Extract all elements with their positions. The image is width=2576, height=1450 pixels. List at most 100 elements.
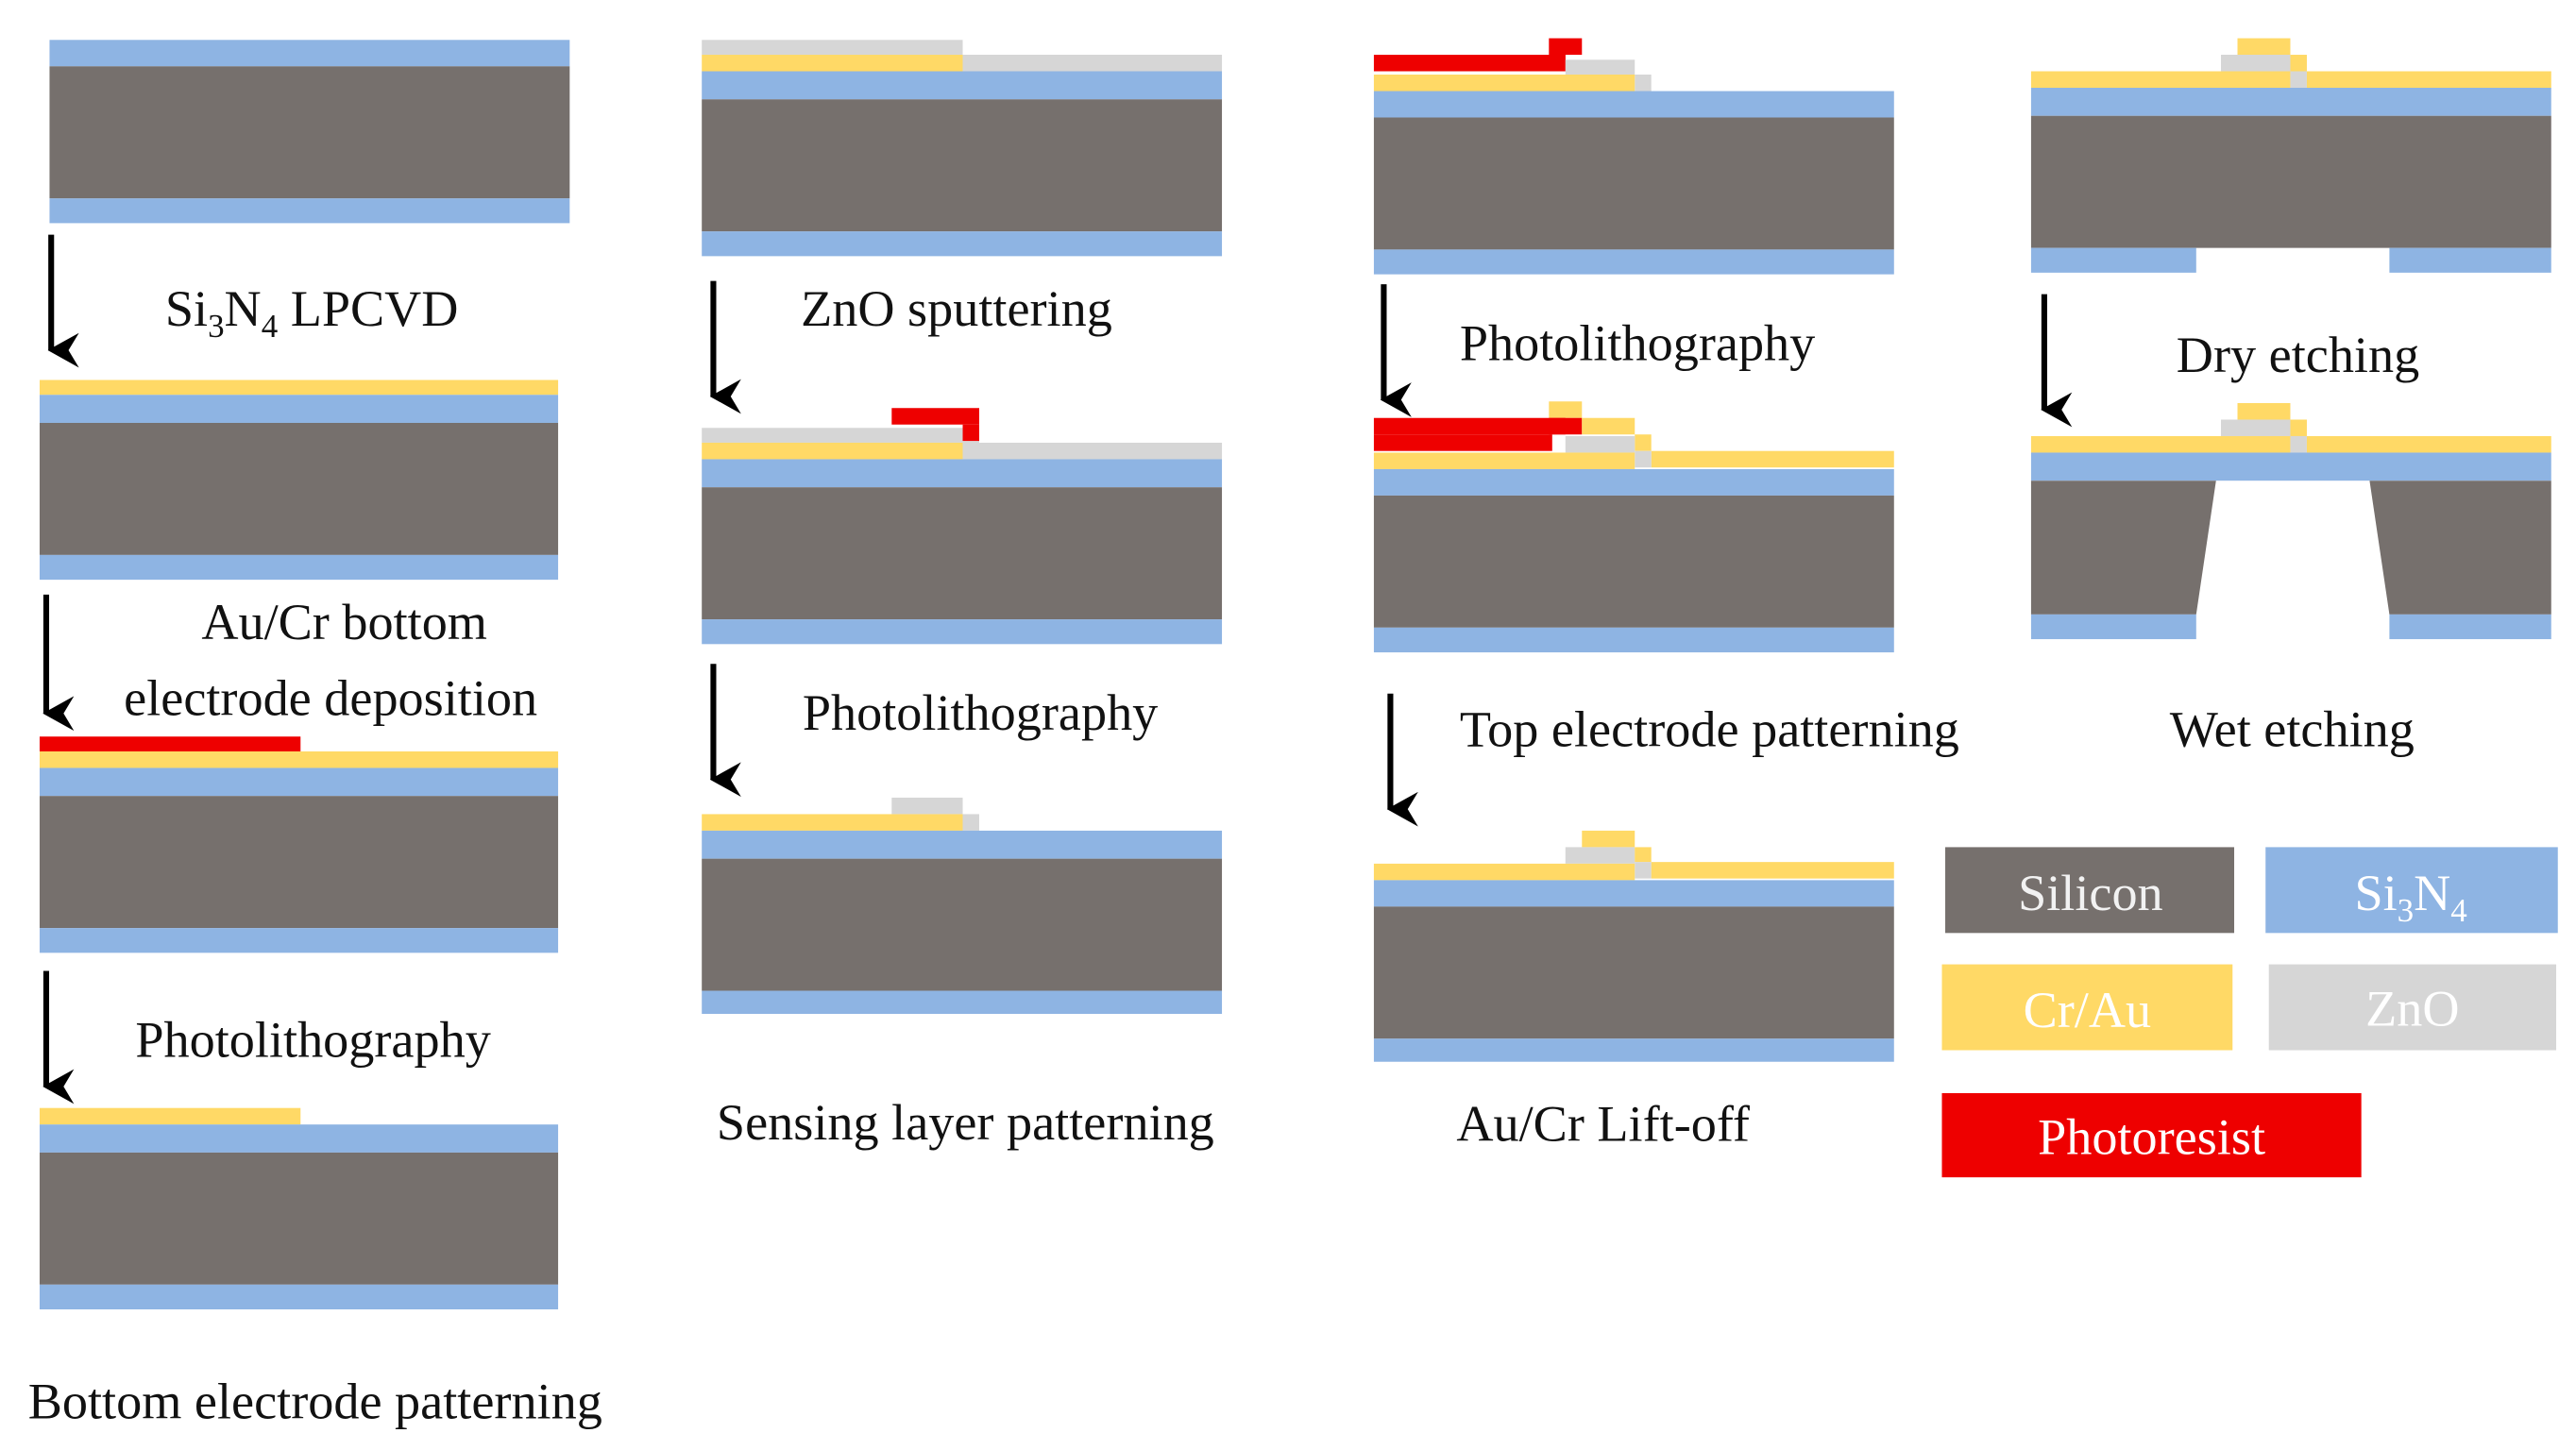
zno-layer [978, 442, 1223, 460]
zno-sensing-layer [1635, 450, 1652, 468]
photoresist-layer [1373, 434, 1552, 451]
zno-sensing-layer [2290, 435, 2307, 453]
si3n4-layer-top [1373, 91, 1894, 118]
legend: Silicon Si3N4 Cr/Au ZnO Photoresist [1941, 847, 2558, 1178]
step-zno-photolithography [702, 408, 1223, 645]
zno-layer [702, 40, 963, 56]
si3n4-layer-bottom [1373, 627, 1894, 653]
silicon-substrate [39, 1152, 559, 1285]
si3n4-mask-left [2030, 247, 2196, 273]
cr-au-electrode [702, 442, 963, 460]
cr-au-top-electrode [2237, 403, 2291, 420]
si3n4-layer-bottom [702, 231, 1223, 257]
photoresist-layer [891, 408, 979, 425]
si3n4-layer-bottom [1373, 1038, 1894, 1062]
zno-sensing-layer [962, 814, 979, 831]
caption-wet-etching: Wet etching [2170, 701, 2415, 758]
si3n4-layer-top [702, 830, 1223, 859]
caption-photolithography-1: Photolithography [135, 1011, 490, 1068]
silicon-substrate [39, 422, 559, 555]
legend-swatch-si3n4 [2265, 847, 2558, 934]
caption-sensing-layer-patterning: Sensing layer patterning [717, 1094, 1214, 1151]
cr-au-electrode [2030, 435, 2291, 453]
zno-sensing-layer [1565, 435, 1635, 453]
silicon-substrate [702, 858, 1223, 991]
si3n4-mask-right [2389, 614, 2551, 640]
step-bottom-electrode-patterning [39, 1107, 559, 1310]
step-si3n4-lpcvd [49, 40, 570, 224]
photoresist-layer [39, 736, 301, 751]
step-top-photolithography [1373, 38, 1894, 275]
si3n4-layer-bottom [39, 928, 559, 953]
cr-au-top-layer [1635, 434, 1652, 451]
cr-au-top-electrode [2306, 71, 2551, 88]
si3n4-mask-left [2030, 614, 2196, 640]
si3n4-layer-top [1373, 880, 1894, 907]
si3n4-layer-bottom [702, 619, 1223, 645]
cr-au-electrode [702, 814, 963, 831]
cr-au-electrode [39, 1107, 301, 1125]
cr-au-top-electrode [1635, 847, 1652, 863]
cr-au-electrode [1373, 863, 1635, 881]
cr-au-top-electrode [1582, 830, 1635, 848]
silicon-substrate [702, 99, 1223, 232]
legend-label-si3n4: Si3N4 [2354, 865, 2466, 929]
legend-label-silicon: Silicon [2018, 865, 2163, 921]
step-wet-etching [2030, 403, 2551, 640]
zno-sensing-layer [2221, 55, 2291, 72]
zno-sensing-layer [1565, 847, 1635, 864]
cr-au-top-layer [1651, 450, 1894, 468]
caption-top-electrode-patterning: Top electrode patterning [1460, 701, 1959, 758]
silicon-substrate [2030, 115, 2551, 248]
cr-au-electrode [1373, 75, 1635, 92]
silicon-substrate [39, 796, 559, 929]
zno-sensing-layer [2221, 419, 2291, 436]
zno-sensing-layer [1565, 59, 1635, 76]
silicon-substrate [1373, 117, 1894, 250]
si3n4-layer-top [702, 459, 1223, 488]
legend-label-zno: ZnO [2365, 980, 2459, 1037]
step-dry-etching [2030, 38, 2551, 273]
legend-swatch-cr-au [1941, 964, 2233, 1051]
photoresist-layer [1549, 38, 1583, 56]
cr-au-layer [39, 750, 559, 768]
silicon-etched-left [2030, 481, 2216, 615]
si3n4-layer-top [702, 71, 1223, 100]
caption-zno-sputtering: ZnO sputtering [801, 280, 1112, 337]
legend-si3n4: Si3N4 [2265, 847, 2558, 934]
caption-au-cr-bottom: Au/Cr bottom [201, 594, 487, 650]
legend-swatch-zno [2268, 964, 2557, 1051]
silicon-substrate [1373, 906, 1894, 1039]
zno-sensing-layer [891, 797, 963, 815]
legend-cr-au: Cr/Au [1941, 964, 2233, 1051]
zno-layer [962, 55, 1223, 72]
caption-photolithography-3: Photolithography [1460, 315, 1815, 372]
step-sensing-layer-patterning [702, 797, 1223, 1015]
legend-zno: ZnO [2268, 964, 2557, 1051]
step-bottom-photolithography [39, 736, 559, 953]
legend-label-cr-au: Cr/Au [2024, 982, 2152, 1038]
caption-dry-etching: Dry etching [2177, 327, 2419, 383]
si3n4-layer-top [2030, 87, 2551, 116]
zno-layer [702, 428, 963, 443]
zno-layer [962, 441, 979, 460]
step-zno-sputtering [702, 40, 1223, 257]
cr-au-top-electrode [1651, 862, 1894, 879]
silicon-substrate [702, 487, 1223, 620]
zno-sensing-layer [1635, 75, 1652, 92]
step-au-cr-lift-off [1373, 830, 1894, 1062]
si3n4-layer-bottom [39, 554, 559, 581]
cr-au-layer [39, 379, 559, 396]
zno-sensing-layer [2290, 71, 2307, 88]
si3n4-layer-bottom [49, 198, 570, 224]
cr-au-top-layer [1582, 417, 1635, 435]
photoresist-layer [1549, 417, 1583, 435]
si3n4-mask-right [2389, 247, 2551, 273]
si3n4-layer-top [39, 1124, 559, 1153]
cr-au-top-electrode [2237, 38, 2291, 56]
legend-label-photoresist: Photoresist [2038, 1109, 2265, 1166]
step-top-electrode-patterning [1373, 401, 1894, 653]
si3n4-membrane [2030, 452, 2551, 481]
si3n4-layer-bottom [1373, 249, 1894, 275]
